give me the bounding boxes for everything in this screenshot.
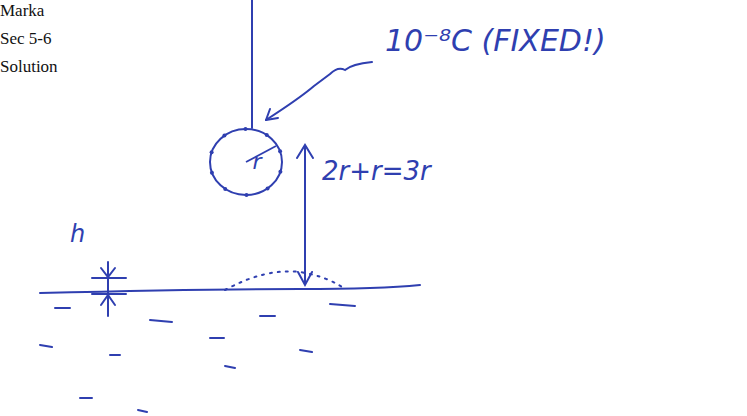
sphere-outline xyxy=(208,127,284,197)
surface-bulge xyxy=(225,271,342,290)
pointer-arrow xyxy=(266,62,372,120)
water-surface xyxy=(40,285,420,293)
solution-label: Solution xyxy=(0,58,58,75)
pointer-head xyxy=(266,109,278,120)
string-line xyxy=(251,0,253,128)
height-label: h xyxy=(70,222,85,246)
height-heads xyxy=(101,268,115,305)
author-name: Marka xyxy=(0,2,44,19)
water-dashes xyxy=(40,304,355,412)
distance-arrow xyxy=(304,146,306,284)
distance-label: 2r+r=3r xyxy=(322,158,431,184)
height-ticks xyxy=(92,278,126,294)
charged-sphere: r xyxy=(208,127,284,197)
section-label: Sec 5-6 xyxy=(0,30,51,47)
radius-label: r xyxy=(252,151,261,173)
distance-heads xyxy=(297,145,313,285)
height-marker xyxy=(107,262,109,316)
charge-note: 10⁻⁸C (FIXED!) xyxy=(385,26,606,56)
